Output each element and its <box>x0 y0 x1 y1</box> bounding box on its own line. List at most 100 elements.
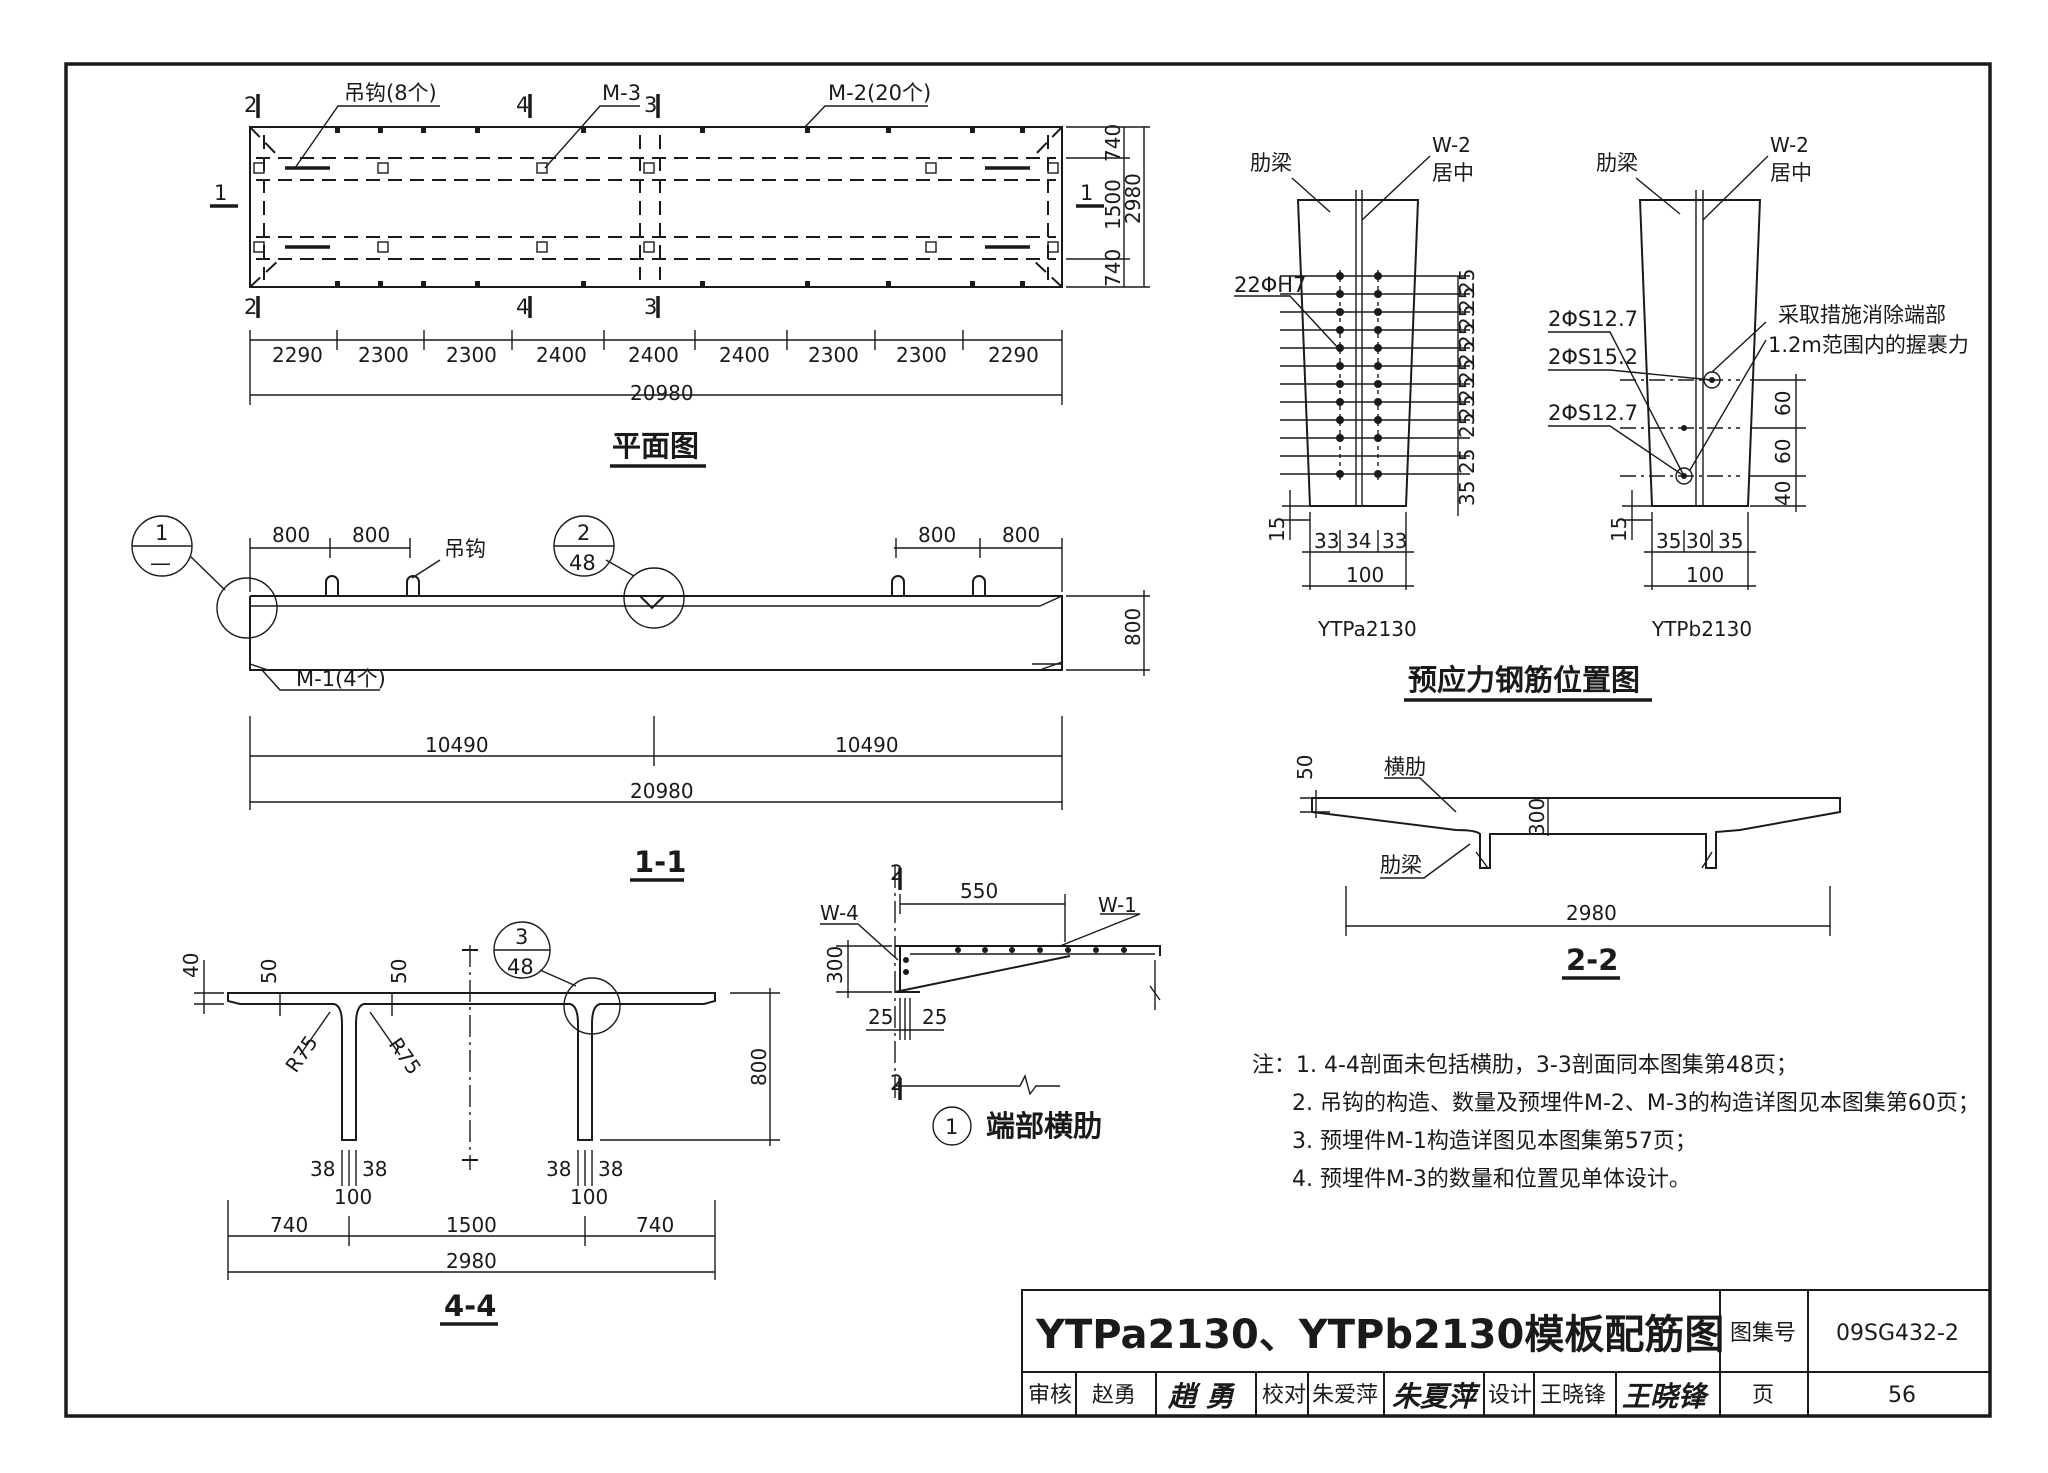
s22-total: 2980 <box>1566 901 1617 925</box>
reviewer-signature: 趙 勇 <box>1167 1380 1236 1413</box>
rebar-b-b-1: 30 <box>1686 529 1711 553</box>
sec-mark-1-right: 1 <box>1080 181 1093 205</box>
checker-signature: 朱夏萍 <box>1392 1380 1481 1413</box>
section-1-1: 1 — 2 48 800 800 800 800 吊钩 M-1(4个) 800 <box>131 515 1150 882</box>
rebar-a-rd-1: 25 <box>1455 287 1479 312</box>
plan-seg-7: 2300 <box>896 343 947 367</box>
plan-hook-label: 吊钩(8个) <box>344 81 437 105</box>
rebar-b-bar2: 2ΦS15.2 <box>1548 345 1638 369</box>
endrib-25-right: 25 <box>922 1005 947 1029</box>
plan-seg-8: 2290 <box>988 343 1039 367</box>
s11-half-right: 10490 <box>835 733 899 757</box>
sec-mark-2-bottom: 2 <box>244 295 257 319</box>
s44-rib-100-2: 100 <box>570 1185 608 1209</box>
note-3: 3. 预埋件M-1构造详图见本图集第57页； <box>1292 1129 1697 1154</box>
s44-dim-740-left: 740 <box>270 1213 308 1237</box>
check-label: 校对 <box>1262 1383 1306 1408</box>
s11-hook-label: 吊钩 <box>444 537 486 561</box>
rebar-title: 预应力钢筋位置图 <box>1408 663 1640 697</box>
sec-mark-4-top: 4 <box>516 93 529 117</box>
drawing-title: YTPa2130、YTPb2130模板配筋图 <box>1035 1312 1724 1358</box>
s11-height: 800 <box>1121 608 1145 646</box>
rebar-a-rd-4: 25 <box>1455 341 1479 366</box>
endrib-w4: W-4 <box>820 901 859 925</box>
rebar-b-measure-1: 采取措施消除端部 <box>1778 303 1946 327</box>
plan-m2-label: M-2(20个) <box>828 81 931 105</box>
plan-m3-label: M-3 <box>602 81 641 105</box>
rebar-b-rd-0: 60 <box>1771 391 1795 416</box>
s11-top-dim-1: 800 <box>352 523 390 547</box>
callout-2-ref: 48 <box>569 551 596 575</box>
s22-d50: 50 <box>1293 755 1317 780</box>
endrib-25-left: 25 <box>868 1005 893 1029</box>
s11-title: 1-1 <box>634 845 686 879</box>
s44-dim50-left: 50 <box>257 959 281 984</box>
rebar-a-b-0: 33 <box>1314 529 1339 553</box>
s44-title: 4-4 <box>444 1289 496 1323</box>
plan-seg-0: 2290 <box>272 343 323 367</box>
rebar-b-width: 100 <box>1686 563 1724 587</box>
rebar-a-rd-6: 25 <box>1455 377 1479 402</box>
rebar-a-rd-3: 25 <box>1455 323 1479 348</box>
rebar-a-rd-8: 25 <box>1455 413 1479 438</box>
plan-dim-2980: 2980 <box>1121 173 1145 224</box>
s22-d300: 300 <box>1525 798 1549 836</box>
rebar-a-rd-2: 25 <box>1455 305 1479 330</box>
rebar-a-center: 居中 <box>1432 161 1474 185</box>
plan-dim-740-top: 740 <box>1101 124 1125 162</box>
endrib-len: 550 <box>960 879 998 903</box>
rebar-b-bar3: 2ΦS12.7 <box>1548 401 1638 425</box>
plan-seg-6: 2300 <box>808 343 859 367</box>
plan-seg-4: 2400 <box>628 343 679 367</box>
rebar-a-d15: 15 <box>1265 517 1289 542</box>
note-2: 2. 吊钩的构造、数量及预埋件M-2、M-3的构造详图见本图集第60页； <box>1292 1091 1980 1116</box>
review-label: 审核 <box>1028 1383 1072 1408</box>
s44-dim-740-right: 740 <box>636 1213 674 1237</box>
checker: 朱爱萍 <box>1312 1383 1378 1408</box>
s22-rib-beam: 肋梁 <box>1380 853 1422 877</box>
rebar-b-measure-2: 1.2m范围内的握裹力 <box>1768 333 1969 357</box>
rebar-position-a: 肋梁 W-2 居中 22ΦH7 25 25 25 25 25 25 25 25 … <box>1234 133 1479 641</box>
sec-mark-3-top: 3 <box>644 93 657 117</box>
rebar-a-rd-10: 35 <box>1455 481 1479 506</box>
s44-total: 2980 <box>446 1249 497 1273</box>
rebar-b-bar1: 2ΦS12.7 <box>1548 307 1638 331</box>
section-2-2: 50 横肋 300 肋梁 2980 2-2 <box>1293 755 1841 980</box>
s44-height: 800 <box>747 1048 771 1086</box>
callout-1-ref: — <box>150 551 171 575</box>
endrib-title: 端部横肋 <box>986 1109 1102 1143</box>
plan-dim-1500: 1500 <box>1101 179 1125 230</box>
s11-half-left: 10490 <box>425 733 489 757</box>
s22-title: 2-2 <box>1566 943 1618 977</box>
s44-dim-1500: 1500 <box>446 1213 497 1237</box>
s11-top-dim-3: 800 <box>1002 523 1040 547</box>
endrib-w1: W-1 <box>1098 893 1137 917</box>
s22-cross-rib: 横肋 <box>1384 755 1426 779</box>
atlas-label: 图集号 <box>1730 1321 1796 1346</box>
plan-seg-2: 2300 <box>446 343 497 367</box>
sec-mark-1-left: 1 <box>214 181 227 205</box>
rebar-a-rd-9: 25 <box>1455 449 1479 474</box>
plan-dim-740-bottom: 740 <box>1101 249 1125 287</box>
s44-rib-38-4: 38 <box>598 1157 623 1181</box>
plan-seg-5: 2400 <box>719 343 770 367</box>
s11-top-dim-2: 800 <box>918 523 956 547</box>
designer-signature: 王晓锋 <box>1622 1380 1710 1413</box>
page-number: 56 <box>1888 1383 1916 1408</box>
notes: 注：1. 4-4剖面未包括横肋，3-3剖面同本图集第48页； 2. 吊钩的构造、… <box>1252 1053 1980 1192</box>
callout-3-num: 3 <box>515 925 528 949</box>
s44-rib-38-2: 38 <box>362 1157 387 1181</box>
s44-flange-t: 40 <box>179 953 203 978</box>
rebar-a-rd-0: 25 <box>1455 269 1479 294</box>
plan-title: 平面图 <box>612 429 699 463</box>
callout-2-num: 2 <box>577 521 590 545</box>
rebar-b-d15: 15 <box>1607 517 1631 542</box>
rebar-b-w2: W-2 <box>1770 133 1809 157</box>
page-label: 页 <box>1752 1383 1774 1408</box>
plan-seg-1: 2300 <box>358 343 409 367</box>
plan-total-length: 20980 <box>630 381 694 405</box>
rebar-b-rd-1: 60 <box>1771 439 1795 464</box>
sec-mark-2-top: 2 <box>244 93 257 117</box>
s44-dim50-right: 50 <box>387 959 411 984</box>
reviewer: 赵勇 <box>1092 1383 1136 1408</box>
